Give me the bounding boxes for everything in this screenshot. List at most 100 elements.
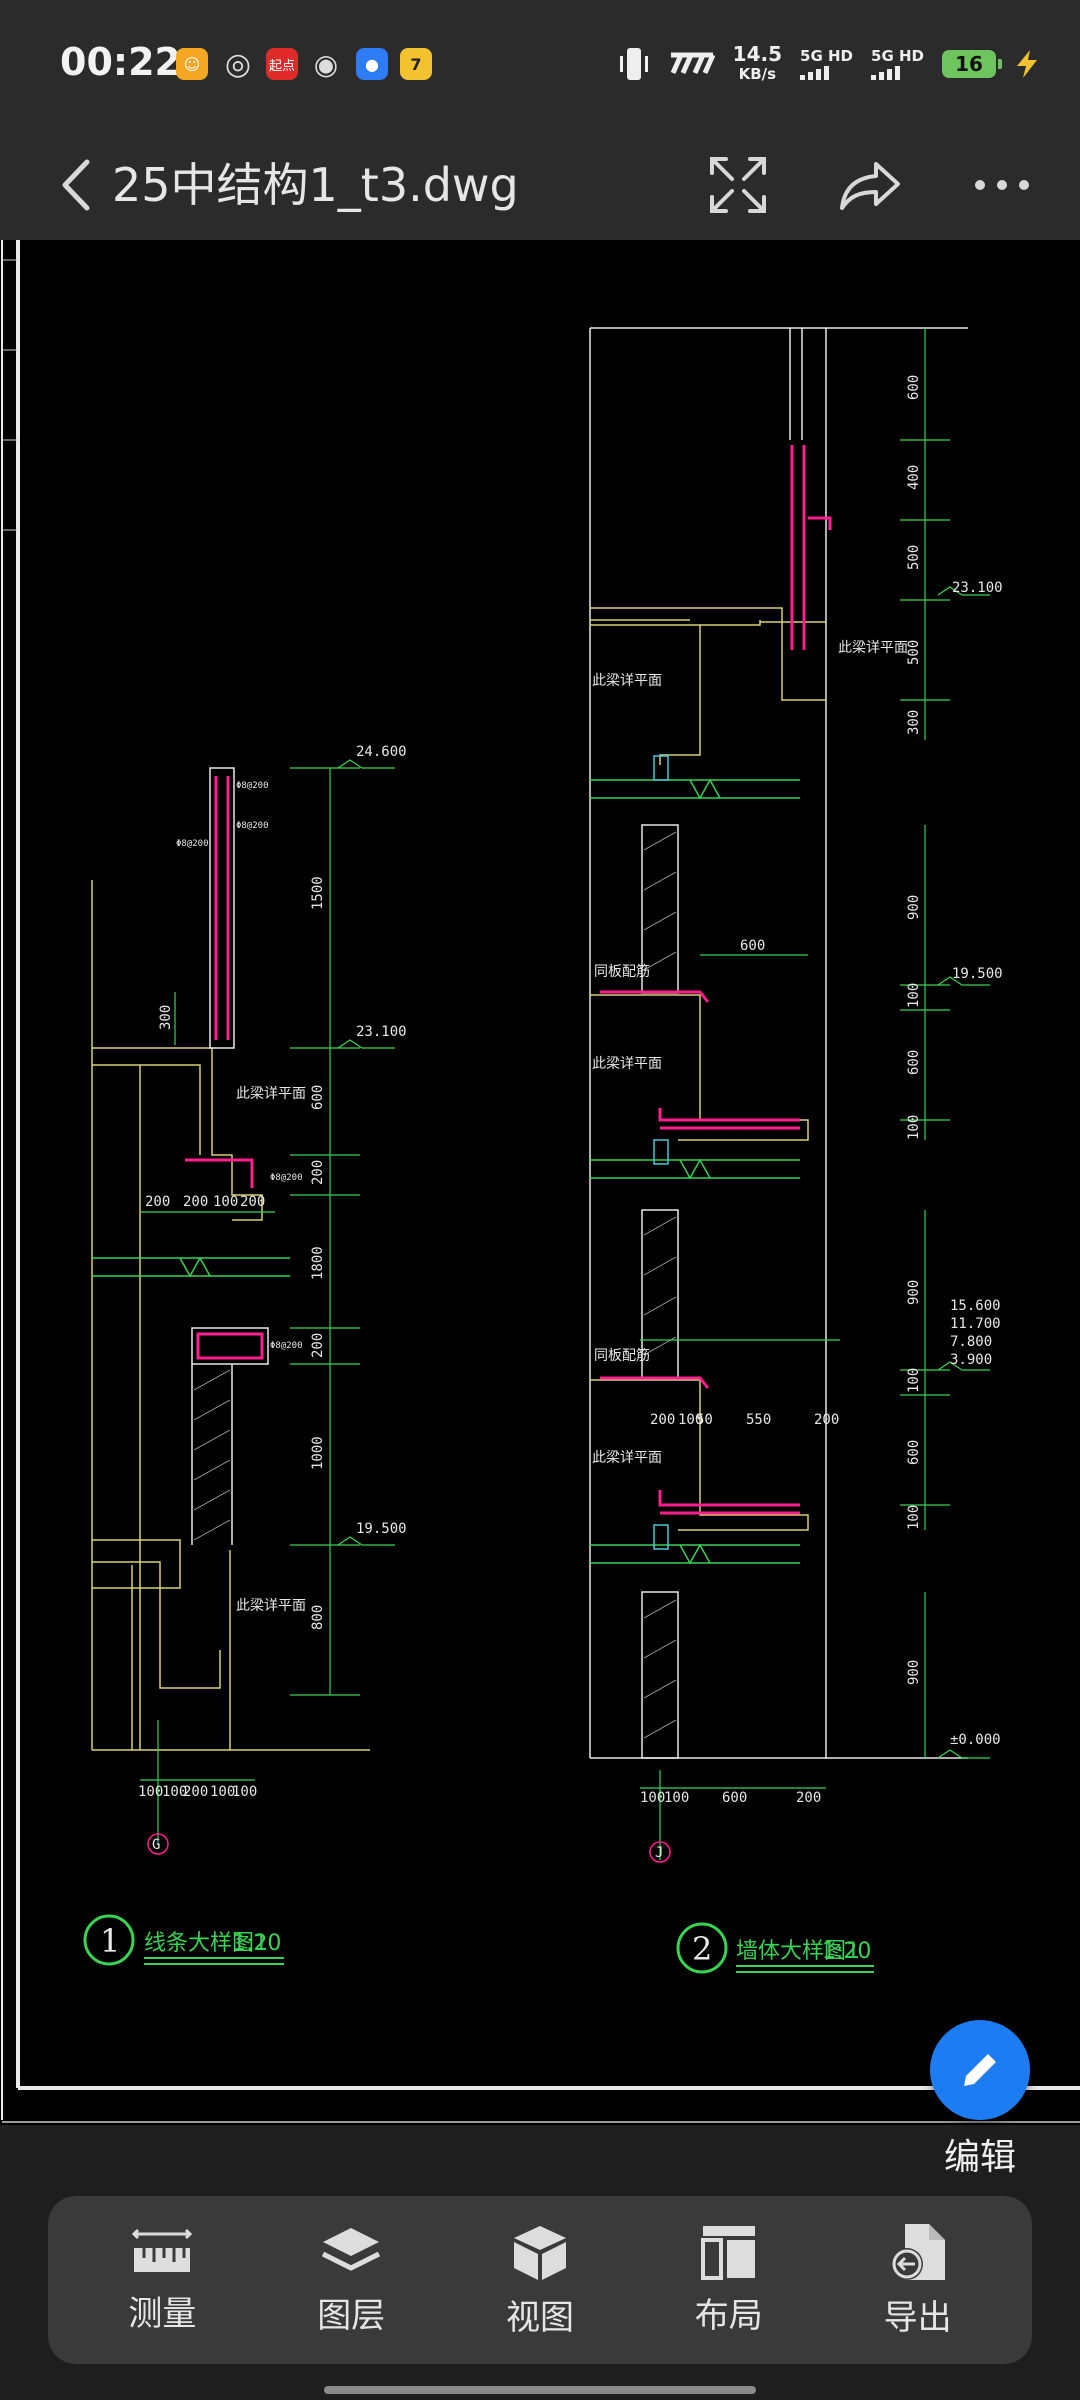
right-dim-b-3: 200 [796, 1790, 821, 1806]
left-dim-b-4: 100 [232, 1784, 257, 1800]
left-dim-b-3: 100 [210, 1784, 235, 1800]
status-time: 00:22 [60, 40, 181, 84]
cube-icon [513, 2225, 566, 2280]
vibrate-icon [619, 48, 648, 80]
measure-label: 测量 [128, 2293, 197, 2334]
left-rebar-1: Φ8@200 [236, 821, 269, 831]
layers-label: 图层 [317, 2295, 386, 2336]
right-dim-v-10: 100 [906, 1368, 922, 1393]
left-dim-h-0: 200 [145, 1194, 170, 1210]
left-dim-v-6: 800 [310, 1605, 326, 1630]
home-indicator[interactable] [324, 2386, 756, 2394]
view-label: 视图 [505, 2297, 574, 2338]
left-dim-b-0: 100 [138, 1784, 163, 1800]
right-dim-v-1: 400 [906, 465, 922, 490]
right-dim-v-2: 500 [906, 545, 922, 570]
right-dim-low-0: 200 [650, 1412, 675, 1428]
status-right-group: 14.5 KB/s 5G HD 5G HD 16 [617, 42, 1040, 86]
right-label-3: 此梁详平面 [592, 1450, 662, 1466]
bottom-toolbar: 测量 图层 视图 布局 导出 [48, 2196, 1032, 2364]
ruler-icon [132, 2228, 193, 2272]
right-elev-6: ±0.000 [950, 1732, 1001, 1748]
right-dim-v-5: 900 [906, 895, 922, 920]
right-elev-3: 11.700 [950, 1316, 1001, 1332]
left-dim-v-4: 200 [310, 1333, 326, 1358]
edit-label: 编辑 [943, 2137, 1016, 2178]
drawing-frame [1, 240, 1080, 2123]
document-title: 25中结构1_t3.dwg [112, 158, 519, 212]
right-elev-5: 3.900 [950, 1352, 992, 1368]
right-dim-low-4: 200 [814, 1412, 839, 1428]
right-caption-text: 墙体大样图1 [736, 1939, 860, 1964]
right-dim-v-4: 300 [906, 710, 922, 735]
right-label-1: 此梁详平面 [592, 673, 662, 689]
right-axis-label: J [655, 1845, 663, 1861]
left-rebar-4: Φ8@200 [270, 1341, 303, 1351]
right-label-2: 此梁详平面 [592, 1056, 662, 1072]
left-dim-v-3: 1800 [310, 1246, 326, 1280]
left-dim-v-2: 200 [310, 1160, 326, 1185]
net-speed: 14.5 KB/s [732, 42, 783, 83]
cad-drawing-canvas[interactable]: 1500 600 200 1800 200 1000 800 300 200 2… [0, 240, 1080, 2125]
signal-bars-icon [800, 64, 853, 80]
left-dim-h-1: 200 [183, 1194, 208, 1210]
signal-2: 5G HD [871, 48, 924, 80]
right-dim-v-9: 900 [906, 1280, 922, 1305]
share-icon [840, 162, 900, 210]
left-caption-text: 线条大样图1 [144, 1931, 268, 1956]
more-icon [975, 180, 1029, 190]
fullscreen-button[interactable] [698, 150, 778, 220]
layers-tool-button[interactable]: 图层 [271, 2210, 431, 2350]
left-axis-label: G [152, 1837, 160, 1853]
right-elev-4: 7.800 [950, 1334, 992, 1350]
right-dim-v-3: 500 [906, 640, 922, 665]
right-dim-v-8: 100 [906, 1115, 922, 1140]
right-elev-2: 15.600 [950, 1298, 1001, 1314]
back-button[interactable] [40, 150, 110, 220]
left-dim-h-3: 200 [240, 1194, 265, 1210]
left-elev-1: 23.100 [356, 1024, 407, 1040]
left-detail-geometry [91, 759, 395, 1855]
export-tool-button[interactable]: 导出 [838, 2210, 998, 2350]
left-dim-h-2: 100 [213, 1194, 238, 1210]
right-dim-v-6: 100 [906, 983, 922, 1008]
right-label-0: 此梁详平面 [838, 640, 908, 656]
edit-button[interactable] [930, 2020, 1030, 2120]
layers-icon [322, 2227, 381, 2270]
left-dim-b-2: 200 [183, 1784, 208, 1800]
right-dim-low-3: 550 [746, 1412, 771, 1428]
export-icon [890, 2223, 945, 2280]
measure-tool-button[interactable]: 测量 [82, 2210, 242, 2350]
view-tool-button[interactable]: 视图 [460, 2210, 620, 2350]
right-dim-b-1: 100 [664, 1790, 689, 1806]
left-dim-v-7: 300 [158, 1005, 174, 1030]
left-caption-number: 1 [100, 1922, 120, 1960]
layout-icon [700, 2225, 755, 2280]
right-dim-v-12: 100 [906, 1505, 922, 1530]
fullscreen-icon [710, 157, 766, 213]
game-icon: 7 [400, 48, 432, 80]
right-dim-b-0: 100 [640, 1790, 665, 1806]
right-dim-low-1: 100 [678, 1412, 703, 1428]
data-speed-icon [670, 52, 715, 75]
right-caption-number: 2 [692, 1930, 712, 1968]
share-button[interactable] [830, 150, 910, 220]
right-dim-mid-0: 600 [740, 938, 765, 954]
left-caption: 1 线条大样图1 1:20 [83, 1914, 284, 1966]
right-detail-geometry [589, 327, 990, 1863]
more-button[interactable] [962, 150, 1042, 220]
left-dim-v-1: 600 [310, 1085, 326, 1110]
browser-icon: ● [356, 48, 388, 80]
left-label-1: 此梁详平面 [236, 1598, 306, 1614]
layout-tool-button[interactable]: 布局 [649, 2210, 809, 2350]
right-dim-low-2: 50 [696, 1412, 713, 1428]
right-dim-b-2: 600 [722, 1790, 747, 1806]
qidian-icon: 起点 [266, 48, 298, 80]
cad-drawing: 1500 600 200 1800 200 1000 800 300 200 2… [1, 240, 1080, 2123]
wechat-icon: ◎ [224, 46, 252, 82]
left-dim-v-0: 1500 [310, 876, 326, 910]
left-rebar-2: Φ8@200 [176, 839, 209, 849]
right-panel-label-0: 同板配筋 [594, 963, 650, 980]
signal-bars-icon [871, 64, 924, 80]
left-elev-2: 19.500 [356, 1521, 407, 1537]
